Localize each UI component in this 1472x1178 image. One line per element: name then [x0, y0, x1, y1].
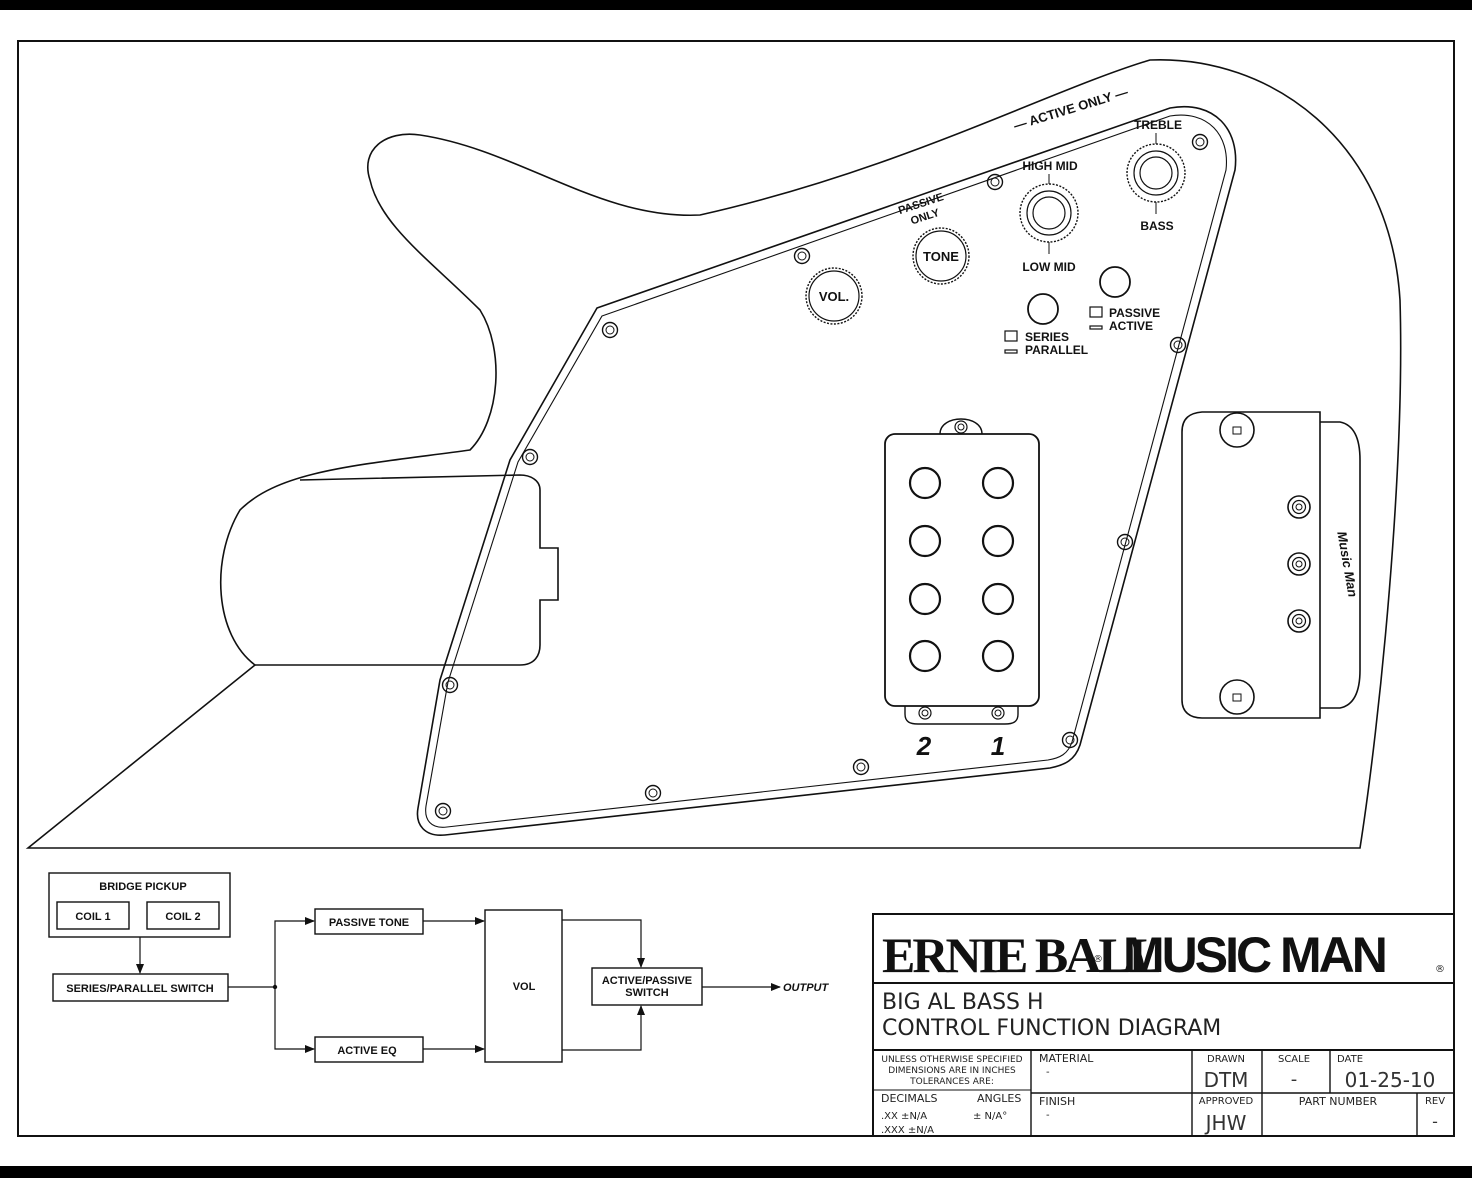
passive-active-switch	[1099, 266, 1131, 298]
part-number-label: PART NUMBER	[1299, 1095, 1378, 1108]
angle-tolerance: ± N/A°	[973, 1111, 1007, 1122]
parallel-label: PARALLEL	[1025, 343, 1088, 357]
tone-knob	[915, 230, 967, 282]
series-switch-up-icon	[1004, 330, 1018, 342]
spec-line1: UNLESS OTHERWISE SPECIFIED	[881, 1055, 1022, 1065]
title-line2: CONTROL FUNCTION DIAGRAM	[882, 1016, 1221, 1041]
bridge-pickup-label: BRIDGE PICKUP	[99, 881, 186, 893]
brand-right-reg-mark: ®	[1435, 964, 1445, 975]
treble-bass-knob-outer	[1126, 143, 1186, 203]
active-only-label: — ACTIVE ONLY —	[1012, 84, 1130, 133]
passive-switch-up-icon	[1089, 306, 1103, 318]
spec-line3: TOLERANCES ARE:	[909, 1077, 994, 1087]
scale-value: -	[1291, 1069, 1298, 1090]
parallel-switch-down-icon	[1004, 349, 1018, 354]
bridge	[1181, 411, 1361, 719]
vol-box	[484, 909, 563, 1063]
pickguard-inner-outline	[425, 114, 1228, 828]
scale-label: SCALE	[1278, 1054, 1310, 1065]
treble-bass-knob-stack-outer	[1133, 150, 1179, 196]
series-parallel-switch	[1027, 293, 1059, 325]
vol-knob-outer	[805, 267, 863, 325]
passive-label: PASSIVE	[1109, 306, 1160, 320]
drawn-value: DTM	[1204, 1068, 1249, 1092]
title-line1: BIG AL BASS H	[882, 990, 1044, 1015]
bottom-border-bar	[0, 1166, 1472, 1178]
vol-knob	[808, 270, 860, 322]
date-value: 01-25-10	[1345, 1068, 1436, 1092]
mid-knob-outer	[1019, 183, 1079, 243]
high-mid-label: HIGH MID	[1022, 159, 1078, 173]
drawn-label: DRAWN	[1207, 1054, 1245, 1065]
vol-flow-label: VOL	[513, 981, 536, 993]
active-label: ACTIVE	[1109, 319, 1153, 333]
coil2-box	[146, 901, 220, 930]
bridge-logo: Music Man	[1334, 530, 1360, 598]
tone-knob-outer	[912, 227, 970, 285]
low-mid-label: LOW MID	[1022, 260, 1076, 274]
pickguard-outline	[416, 105, 1237, 836]
brand-left-reg-mark: ®	[1093, 954, 1103, 965]
approved-value: JHW	[1204, 1111, 1247, 1135]
treble-label: TREBLE	[1134, 118, 1182, 132]
material-value: -	[1046, 1067, 1050, 1078]
active-switch-down-icon	[1089, 325, 1103, 330]
coil2-label: COIL 2	[165, 911, 200, 923]
coil1-label: COIL 1	[75, 911, 110, 923]
brand-music-man: MUSIC MAN	[1123, 927, 1385, 983]
title-block	[872, 913, 1455, 1137]
bass-label: BASS	[1140, 219, 1173, 233]
tone-label: TONE	[923, 249, 959, 264]
treble-bass-knob-stack-inner	[1139, 156, 1173, 190]
finish-label: FINISH	[1039, 1095, 1075, 1108]
vol-label: VOL.	[819, 289, 849, 304]
pickguard-screws	[434, 133, 1209, 820]
brand-ernie-ball: ERNIE BALL	[882, 927, 1161, 983]
active-passive-switch-label-1: ACTIVE/PASSIVE	[602, 975, 692, 987]
humbucker-pickup	[884, 418, 1040, 725]
approved-label: APPROVED	[1199, 1096, 1254, 1107]
mid-knob-stack-inner	[1032, 196, 1066, 230]
coil-number-1: 1	[991, 731, 1005, 761]
top-border-bar	[0, 0, 1472, 10]
neck-cover-plate	[255, 474, 559, 666]
bass-body-outline	[25, 59, 1402, 849]
spec-line2: DIMENSIONS ARE IN INCHES	[888, 1066, 1016, 1076]
passive-tone-label: PASSIVE TONE	[329, 917, 409, 929]
series-parallel-switch-label: SERIES/PARALLEL SWITCH	[66, 983, 214, 995]
decimals-label: DECIMALS	[881, 1092, 937, 1105]
rev-label: REV	[1425, 1096, 1445, 1107]
coil1-box	[56, 901, 130, 930]
active-passive-switch-label-2: SWITCH	[625, 987, 668, 999]
signal-flow-chart	[48, 872, 781, 1063]
material-label: MATERIAL	[1039, 1052, 1094, 1065]
date-label: DATE	[1337, 1054, 1363, 1065]
sheet-frame	[17, 40, 1455, 1137]
finish-value: -	[1046, 1110, 1050, 1121]
active-eq-label: ACTIVE EQ	[337, 1045, 397, 1057]
coil-number-2: 2	[916, 731, 932, 761]
rev-value: -	[1432, 1112, 1438, 1131]
angles-label: ANGLES	[977, 1092, 1021, 1105]
xxx-tolerance: .XXX ±N/A	[881, 1125, 934, 1136]
xx-tolerance: .XX ±N/A	[881, 1111, 927, 1122]
mid-knob-stack-outer	[1026, 190, 1072, 236]
output-label: OUTPUT	[783, 982, 830, 994]
series-label: SERIES	[1025, 330, 1069, 344]
